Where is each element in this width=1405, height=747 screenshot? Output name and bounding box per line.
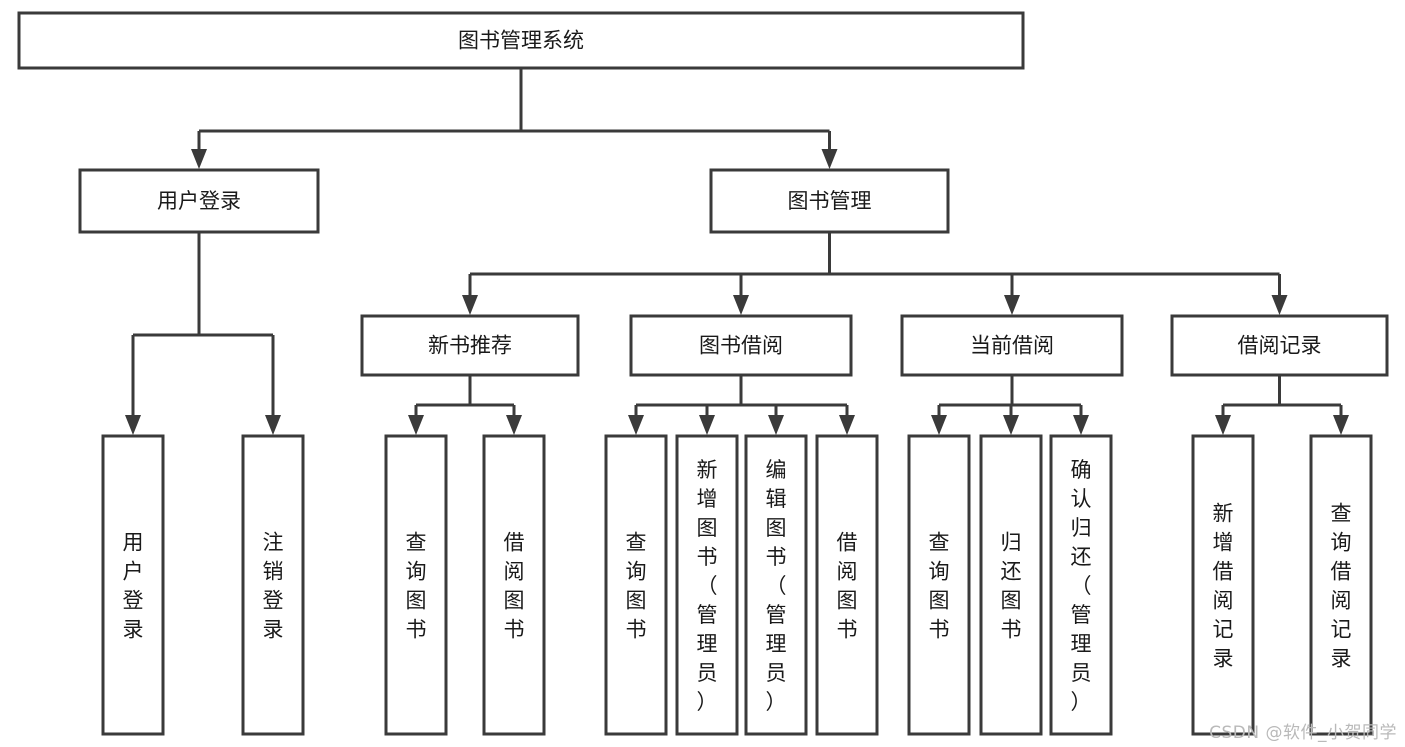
edge-group-bookborrow-to-leaves bbox=[628, 375, 855, 435]
node-box-leaf-edit-book[interactable] bbox=[744, 434, 808, 736]
node-label-leaf-edit-book: 编辑图书（管理员） bbox=[766, 458, 787, 714]
edge-group-bookmanage-to-level3 bbox=[462, 232, 1288, 315]
arrow-head-icon bbox=[125, 415, 141, 435]
node-box-new-book-rec[interactable] bbox=[360, 314, 580, 377]
node-label-leaf-add-record: 新增借阅记录 bbox=[1213, 502, 1234, 671]
arrow-head-icon bbox=[1004, 295, 1020, 315]
node-leaf-add-book[interactable]: 新增图书（管理员） bbox=[675, 434, 739, 736]
node-label-leaf-logout: 注销登录 bbox=[263, 531, 284, 642]
edge-group-root-to-level2 bbox=[191, 68, 838, 169]
arrow-head-icon bbox=[821, 149, 838, 169]
node-box-borrow-record[interactable] bbox=[1170, 314, 1389, 377]
arrow-head-icon bbox=[768, 415, 784, 435]
node-book-borrow[interactable]: 图书借阅 bbox=[629, 314, 853, 377]
arrow-head-icon bbox=[628, 415, 644, 435]
arrow-head-icon bbox=[1271, 295, 1288, 315]
node-label-leaf-borrow-book-2: 借阅图书 bbox=[837, 531, 858, 642]
arrow-head-icon bbox=[462, 295, 478, 315]
node-box-book-borrow[interactable] bbox=[629, 314, 853, 377]
node-book-manage[interactable]: 图书管理 bbox=[709, 168, 950, 234]
arrow-head-icon bbox=[1333, 415, 1349, 435]
node-box-current-borrow[interactable] bbox=[900, 314, 1124, 377]
arrow-head-icon bbox=[733, 295, 749, 315]
node-new-book-rec[interactable]: 新书推荐 bbox=[360, 314, 580, 377]
arrow-head-icon bbox=[408, 415, 424, 435]
node-label-root: 图书管理系统 bbox=[458, 29, 584, 53]
arrow-head-icon bbox=[931, 415, 947, 435]
node-label-user-login: 用户登录 bbox=[157, 189, 241, 213]
node-label-leaf-return-book: 归还图书 bbox=[1001, 531, 1022, 642]
node-box-leaf-query-book-3[interactable] bbox=[907, 434, 971, 736]
node-box-leaf-add-record[interactable] bbox=[1191, 434, 1255, 736]
node-box-user-login[interactable] bbox=[78, 168, 320, 234]
node-box-root[interactable] bbox=[17, 11, 1025, 70]
node-layer: 图书管理系统用户登录图书管理新书推荐图书借阅当前借阅借阅记录用户登录注销登录查询… bbox=[17, 11, 1389, 736]
node-leaf-query-book-3[interactable]: 查询图书 bbox=[907, 434, 971, 736]
node-leaf-query-book-2[interactable]: 查询图书 bbox=[604, 434, 668, 736]
node-user-login[interactable]: 用户登录 bbox=[78, 168, 320, 234]
node-leaf-user-login[interactable]: 用户登录 bbox=[101, 434, 165, 736]
edge-group-newbook-to-leaves bbox=[408, 375, 522, 435]
node-box-leaf-add-book[interactable] bbox=[675, 434, 739, 736]
node-box-leaf-return-book[interactable] bbox=[979, 434, 1043, 736]
node-label-book-manage: 图书管理 bbox=[788, 189, 872, 213]
node-box-leaf-borrow-book-1[interactable] bbox=[482, 434, 546, 736]
arrow-head-icon bbox=[191, 149, 207, 169]
node-label-borrow-record: 借阅记录 bbox=[1238, 334, 1322, 358]
node-label-leaf-query-book-3: 查询图书 bbox=[929, 531, 950, 642]
node-leaf-query-record[interactable]: 查询借阅记录 bbox=[1309, 434, 1373, 736]
node-current-borrow[interactable]: 当前借阅 bbox=[900, 314, 1124, 377]
node-label-leaf-add-book: 新增图书（管理员） bbox=[697, 458, 718, 714]
node-box-leaf-confirm-return[interactable] bbox=[1049, 434, 1113, 736]
arrow-head-icon bbox=[699, 415, 715, 435]
node-box-leaf-query-book-2[interactable] bbox=[604, 434, 668, 736]
node-leaf-borrow-book-1[interactable]: 借阅图书 bbox=[482, 434, 546, 736]
node-leaf-add-record[interactable]: 新增借阅记录 bbox=[1191, 434, 1255, 736]
node-box-leaf-borrow-book-2[interactable] bbox=[815, 434, 879, 736]
node-box-leaf-user-login[interactable] bbox=[101, 434, 165, 736]
node-leaf-query-book-1[interactable]: 查询图书 bbox=[384, 434, 448, 736]
node-borrow-record[interactable]: 借阅记录 bbox=[1170, 314, 1389, 377]
node-leaf-logout[interactable]: 注销登录 bbox=[241, 434, 305, 736]
node-leaf-return-book[interactable]: 归还图书 bbox=[979, 434, 1043, 736]
node-root[interactable]: 图书管理系统 bbox=[17, 11, 1025, 70]
node-box-book-manage[interactable] bbox=[709, 168, 950, 234]
node-label-leaf-query-book-1: 查询图书 bbox=[406, 531, 427, 642]
arrow-head-icon bbox=[839, 415, 855, 435]
node-leaf-confirm-return[interactable]: 确认归还（管理员） bbox=[1049, 434, 1113, 736]
arrow-head-icon bbox=[1073, 415, 1089, 435]
node-box-leaf-query-record[interactable] bbox=[1309, 434, 1373, 736]
node-label-leaf-query-record: 查询借阅记录 bbox=[1331, 502, 1352, 671]
edge-group-borrowrecord-to-leaves bbox=[1215, 375, 1349, 435]
node-label-leaf-query-book-2: 查询图书 bbox=[626, 531, 647, 642]
edge-group-currentborrow-to-leaves bbox=[931, 375, 1089, 435]
node-label-leaf-confirm-return: 确认归还（管理员） bbox=[1071, 458, 1092, 714]
node-label-leaf-user-login: 用户登录 bbox=[123, 531, 144, 642]
node-leaf-edit-book[interactable]: 编辑图书（管理员） bbox=[744, 434, 808, 736]
node-label-new-book-rec: 新书推荐 bbox=[428, 334, 512, 358]
arrow-head-icon bbox=[1215, 415, 1231, 435]
arrow-head-icon bbox=[506, 415, 522, 435]
node-leaf-borrow-book-2[interactable]: 借阅图书 bbox=[815, 434, 879, 736]
node-box-leaf-logout[interactable] bbox=[241, 434, 305, 736]
node-label-book-borrow: 图书借阅 bbox=[699, 334, 783, 358]
edge-group-userlogin-to-leaves bbox=[125, 232, 281, 435]
node-box-leaf-query-book-1[interactable] bbox=[384, 434, 448, 736]
edge-layer bbox=[125, 68, 1349, 435]
arrow-head-icon bbox=[1003, 415, 1019, 435]
arrow-head-icon bbox=[265, 415, 281, 435]
node-label-current-borrow: 当前借阅 bbox=[970, 334, 1054, 358]
node-label-leaf-borrow-book-1: 借阅图书 bbox=[504, 531, 525, 642]
